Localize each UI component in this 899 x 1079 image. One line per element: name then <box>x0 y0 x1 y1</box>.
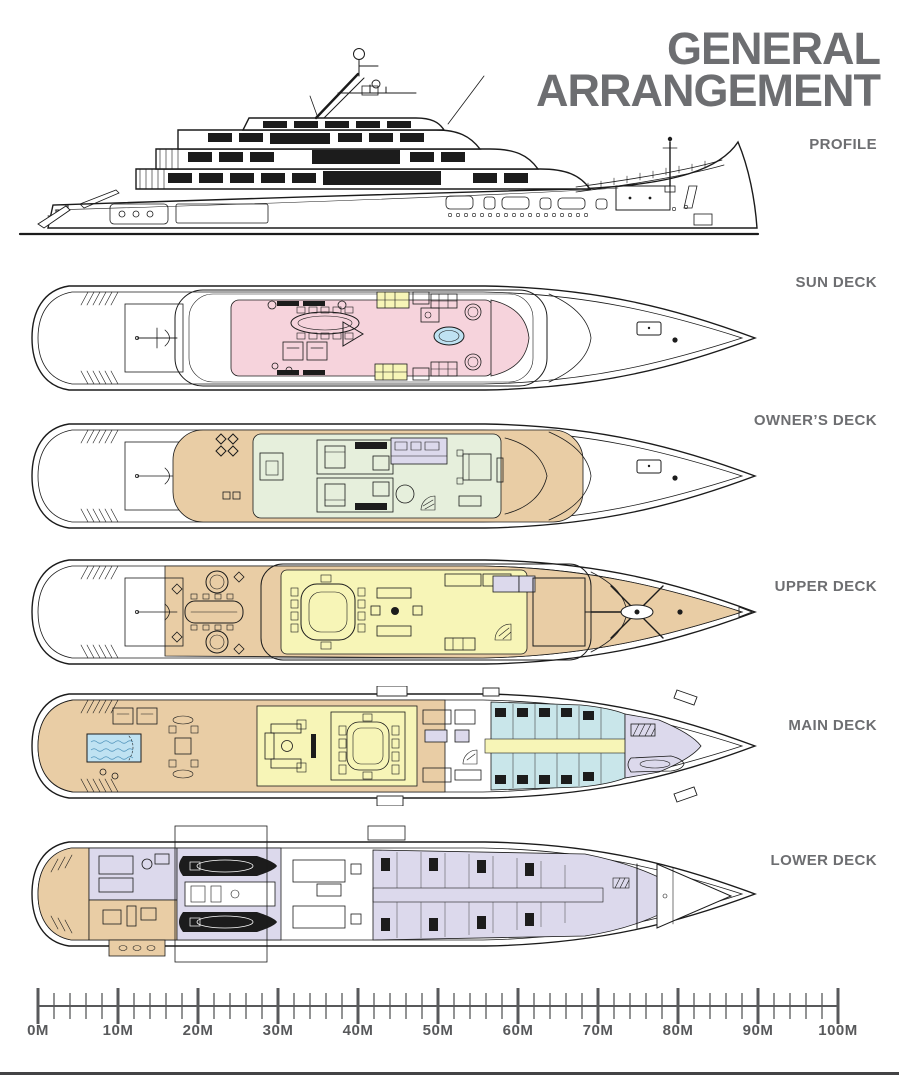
aft-deck-furniture <box>99 707 199 780</box>
scale-label: 10M <box>102 1022 134 1039</box>
hull-windows <box>109 185 713 226</box>
engine-room <box>292 859 362 929</box>
owners-deck-plan <box>31 423 756 529</box>
lower-deck-plan <box>31 825 756 963</box>
page-title-line2: ARRANGEMENT <box>536 64 881 116</box>
scale-label: 90M <box>742 1022 774 1039</box>
deck-label-main-deck: MAIN DECK <box>788 717 877 734</box>
helicopter-icon <box>584 585 664 639</box>
deck-hatches <box>376 686 500 806</box>
scale-label: 40M <box>342 1022 374 1039</box>
scale-label: 50M <box>422 1022 454 1039</box>
lobby-galley <box>422 709 482 783</box>
profile-drawing <box>18 48 760 236</box>
swim-platform <box>108 939 166 957</box>
scale-label: 100M <box>818 1022 858 1039</box>
scale-labels: 0M 10M 20M 30M 40M 50M 60M 70M 80M 90M 100M <box>26 1022 858 1042</box>
deck-label-lower-deck: LOWER DECK <box>770 852 877 869</box>
mast <box>309 48 485 125</box>
upper-deck-plan <box>31 559 756 665</box>
superstructure <box>135 117 592 190</box>
garage-envelope <box>174 825 406 963</box>
sun-deck-plan <box>31 285 756 391</box>
deck-label-upper-deck: UPPER DECK <box>774 578 877 595</box>
scale-label: 30M <box>262 1022 294 1039</box>
scale-label: 70M <box>582 1022 614 1039</box>
tender-icon <box>179 912 277 932</box>
conference-table <box>290 574 366 650</box>
deck-label-sun-deck: SUN DECK <box>795 274 877 291</box>
owner-suite <box>456 437 548 515</box>
pool <box>86 733 142 763</box>
page-title: GENERAL ARRANGEMENT <box>536 23 881 116</box>
tender-icon <box>627 755 685 773</box>
loungers <box>267 300 347 374</box>
deck-label-profile: PROFILE <box>809 136 877 153</box>
scale-label: 80M <box>662 1022 694 1039</box>
scale-label: 20M <box>182 1022 214 1039</box>
bottom-rule <box>0 1072 899 1075</box>
jacuzzi <box>433 326 465 346</box>
deck-diamonds <box>215 433 241 500</box>
bar-pantry <box>374 291 440 381</box>
main-deck-plan <box>31 686 756 806</box>
tender-icon <box>179 856 277 876</box>
foremast <box>575 136 725 193</box>
sky-lounge <box>370 573 536 651</box>
guest-cabins <box>495 704 602 788</box>
scale-ruler <box>36 988 840 1024</box>
sun-grids <box>430 293 482 377</box>
page-title-line1: GENERAL <box>666 23 881 74</box>
dining-table <box>290 306 360 340</box>
bow-area <box>627 689 698 803</box>
scale-label: 0M <box>27 1022 49 1039</box>
salon-furniture <box>264 711 406 781</box>
deck-label-owners-deck: OWNER’S DECK <box>753 412 877 429</box>
aft-deck-tables <box>171 570 245 655</box>
scale-label: 60M <box>502 1022 534 1039</box>
